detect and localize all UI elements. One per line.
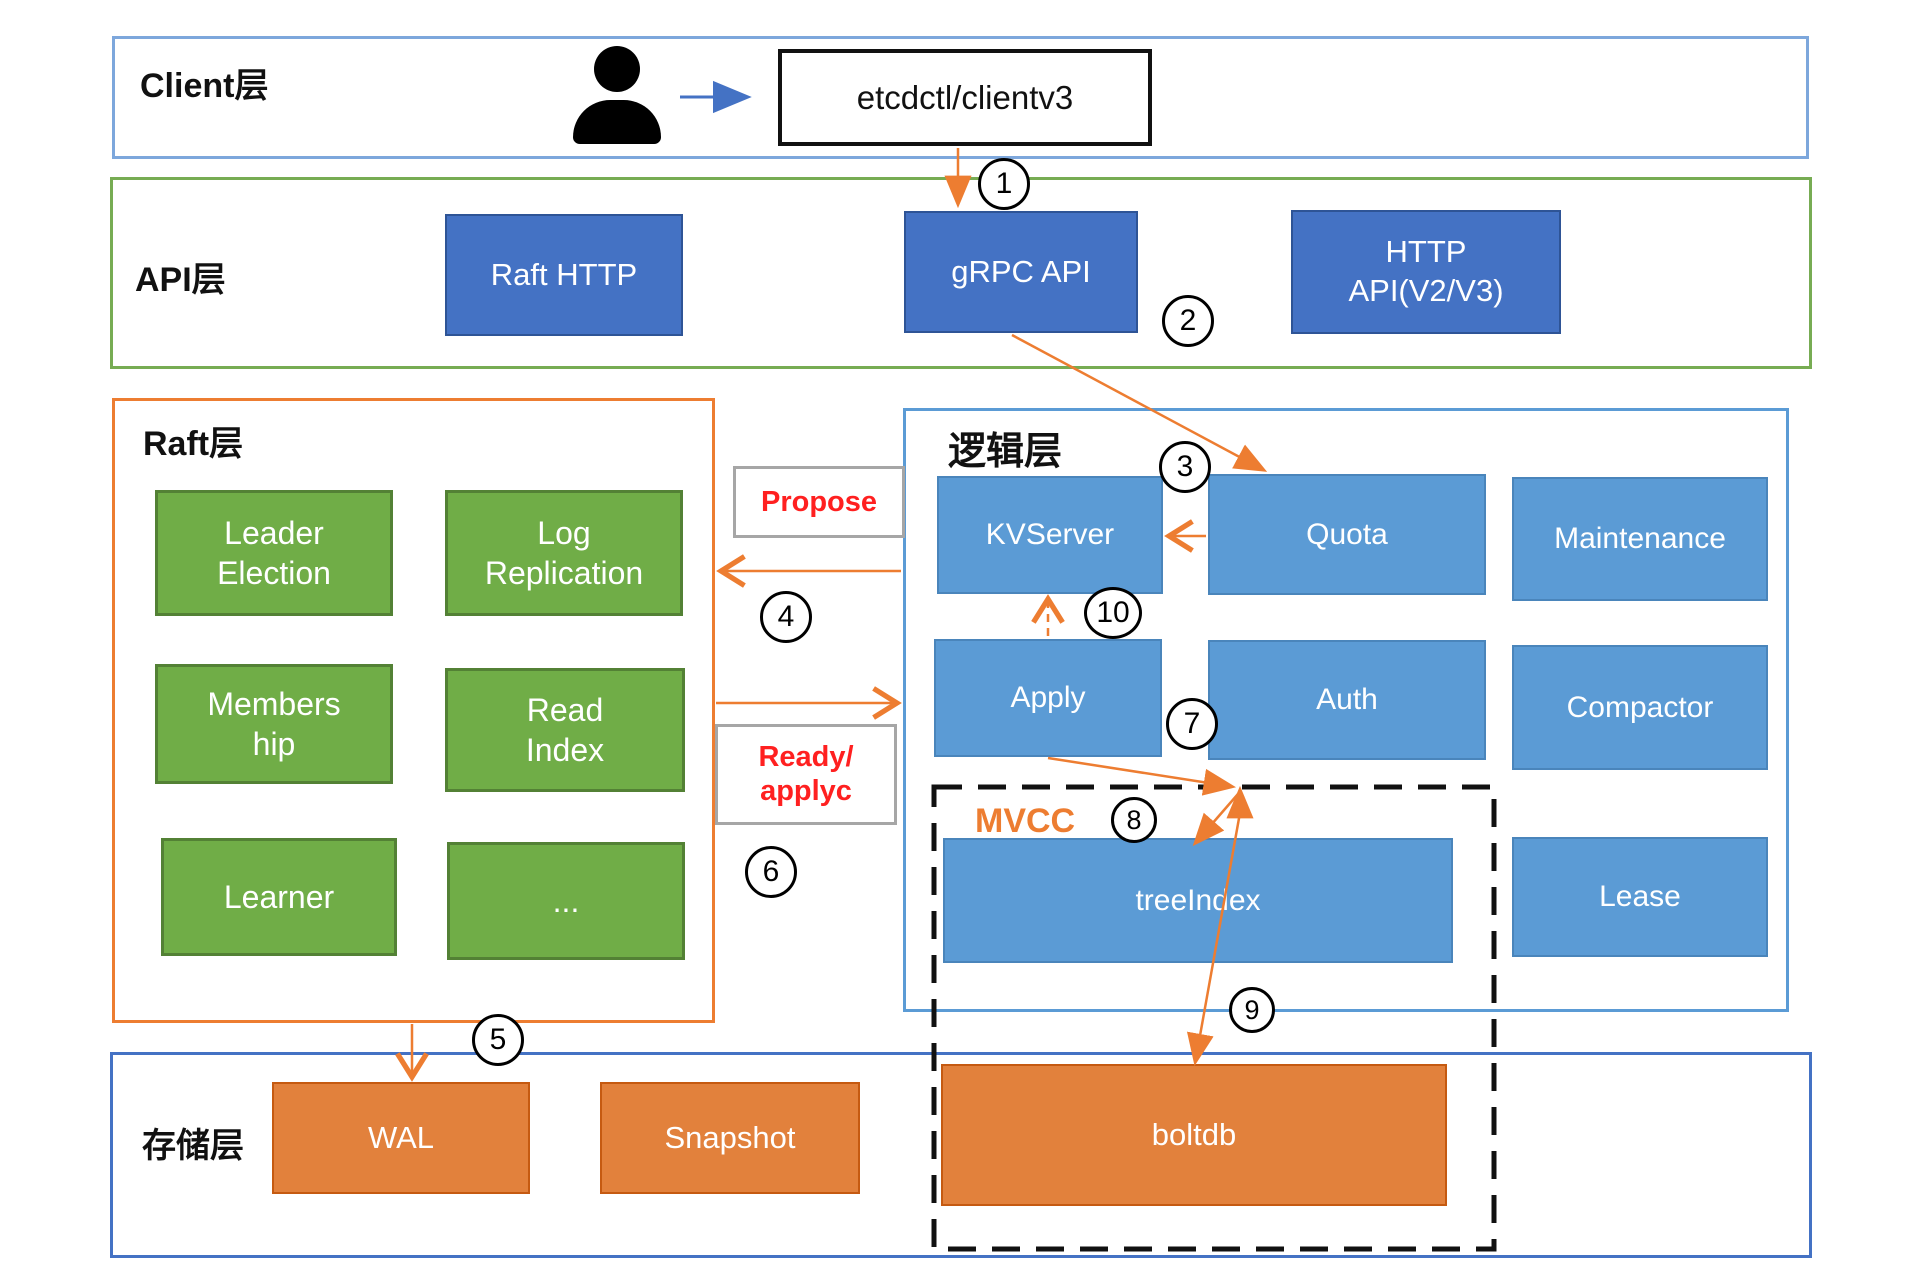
- step-circle-10: 10: [1084, 587, 1142, 639]
- node-read-index: Read Index: [445, 668, 685, 792]
- node-maintenance: Maintenance: [1512, 477, 1768, 601]
- user-icon-body: [573, 100, 661, 144]
- node-apply: Apply: [934, 639, 1162, 757]
- node-boltdb: boltdb: [941, 1064, 1447, 1206]
- client-layer-label: Client层: [140, 67, 269, 105]
- step-circle-9: 9: [1229, 987, 1275, 1033]
- ready-applyc-channel-label: Ready/ applyc: [715, 724, 897, 825]
- node-kvserver: KVServer: [937, 476, 1163, 594]
- node-snapshot: Snapshot: [600, 1082, 860, 1194]
- logic-layer-label: 逻辑层: [948, 431, 1063, 473]
- raft-layer-box: [112, 398, 715, 1023]
- node-log-replication: Log Replication: [445, 490, 683, 616]
- step-circle-1: 1: [978, 158, 1030, 210]
- node-etcdctl-clientv3: etcdctl/clientv3: [778, 49, 1152, 146]
- ready-label-line1: Ready/: [758, 741, 854, 774]
- node-auth: Auth: [1208, 640, 1486, 760]
- raft-layer-label: Raft层: [143, 425, 244, 463]
- propose-channel-label: Propose: [733, 466, 905, 538]
- node-learner: Learner: [161, 838, 397, 956]
- user-icon: [594, 46, 640, 92]
- step-circle-5: 5: [472, 1014, 524, 1066]
- node-http-api: HTTP API(V2/V3): [1291, 210, 1561, 334]
- step-circle-2: 2: [1162, 295, 1214, 347]
- step-circle-8: 8: [1111, 797, 1157, 843]
- mvcc-group-label: MVCC: [975, 802, 1076, 840]
- node-raft-http: Raft HTTP: [445, 214, 683, 336]
- api-layer-label: API层: [135, 261, 226, 299]
- node-quota: Quota: [1208, 474, 1486, 595]
- node-treeindex: treeIndex: [943, 838, 1453, 963]
- node-leader-election: Leader Election: [155, 490, 393, 616]
- storage-layer-label: 存储层: [142, 1127, 244, 1165]
- node-grpc-api: gRPC API: [904, 211, 1138, 333]
- node-compactor: Compactor: [1512, 645, 1768, 770]
- step-circle-6: 6: [745, 846, 797, 898]
- step-circle-3: 3: [1159, 441, 1211, 493]
- node-lease: Lease: [1512, 837, 1768, 957]
- node-raft-more: ...: [447, 842, 685, 960]
- ready-label-line2: applyc: [760, 774, 852, 807]
- step-circle-4: 4: [760, 591, 812, 643]
- step-circle-7: 7: [1166, 698, 1218, 750]
- node-membership: Membership: [155, 664, 393, 784]
- client-layer-box: [112, 36, 1809, 159]
- node-wal: WAL: [272, 1082, 530, 1194]
